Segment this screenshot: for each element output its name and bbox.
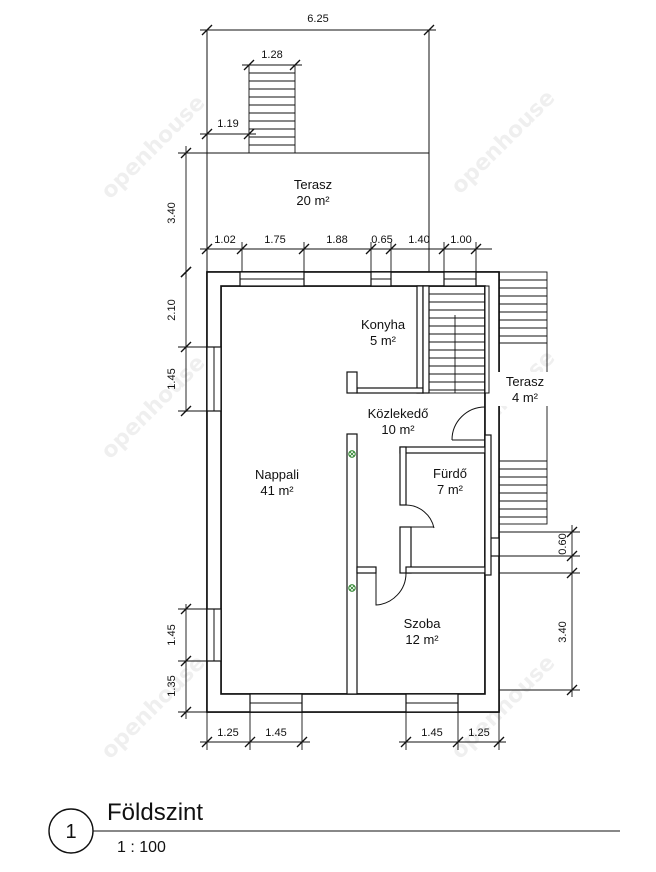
room-labels: Terasz 20 m² Konyha 5 m² Terasz 4 m² Köz… (255, 177, 548, 647)
inner-stair (428, 285, 486, 394)
top-terrace (206, 30, 430, 272)
dimension-label: 0.60 (557, 533, 569, 554)
dimension-label: 1.35 (166, 675, 178, 696)
dimension-label: 1.45 (421, 727, 442, 739)
room-area: 12 m² (405, 632, 439, 647)
room-area: 10 m² (381, 422, 415, 437)
room-name: Konyha (361, 317, 406, 332)
doors (375, 406, 486, 606)
top-stair (248, 64, 296, 154)
watermark: openhouse (97, 650, 211, 764)
title-block: 1 Földszint 1 : 100 (48, 799, 620, 856)
dimension-label: 1.75 (264, 234, 285, 246)
dimension-label: 1.25 (217, 727, 238, 739)
dimension-label: 1.02 (214, 234, 235, 246)
watermark: openhouse (447, 85, 561, 199)
room-name: Nappali (255, 467, 299, 482)
room-area: 5 m² (370, 333, 397, 348)
drawing-number: 1 (65, 821, 76, 843)
sockets (348, 450, 356, 592)
dimension-row-top: 1.02 1.75 1.88 0.65 1.40 1.00 (200, 234, 492, 272)
dimension-label: 3.40 (557, 621, 569, 642)
dimension-stair-width: 1.28 (242, 49, 302, 71)
room-name: Szoba (404, 616, 442, 631)
room-name: Közlekedő (368, 406, 429, 421)
dimension-stair-offset: 1.19 (200, 118, 256, 140)
house-walls (206, 271, 500, 713)
room-area: 7 m² (437, 482, 464, 497)
dimension-terrace-depth: 3.40 (166, 146, 207, 279)
dimension-right: 0.60 3.40 (499, 525, 580, 697)
room-area: 20 m² (296, 193, 330, 208)
dimension-label: 1.28 (261, 49, 282, 61)
room-name: Fürdő (433, 466, 467, 481)
drawing-title: Földszint (107, 799, 203, 826)
dimension-label: 1.88 (326, 234, 347, 246)
room-name: Terasz (294, 177, 332, 192)
dimension-label: 1.40 (408, 234, 429, 246)
room-area: 4 m² (512, 390, 539, 405)
watermark: openhouse (97, 90, 211, 204)
dimension-left: 2.10 1.45 1.45 1.35 (166, 266, 207, 719)
dimension-label: 3.40 (166, 202, 178, 223)
dimension-label: 1.45 (265, 727, 286, 739)
dimension-label: 2.10 (166, 299, 178, 320)
dimension-bottom: 1.25 1.45 1.45 1.25 (200, 712, 506, 750)
dimension-label: 1.19 (217, 118, 238, 130)
dimension-top-total: 6.25 (200, 13, 436, 36)
dimension-label: 1.45 (166, 624, 178, 645)
dimension-label: 1.25 (468, 727, 489, 739)
dimension-label: 1.45 (166, 368, 178, 389)
room-area: 41 m² (260, 483, 294, 498)
dimension-label: 6.25 (307, 13, 328, 25)
dimension-label: 0.65 (371, 234, 392, 246)
room-name: Terasz (506, 374, 544, 389)
drawing-scale: 1 : 100 (117, 839, 166, 856)
watermark: openhouse (97, 350, 211, 464)
dimension-label: 1.00 (450, 234, 471, 246)
